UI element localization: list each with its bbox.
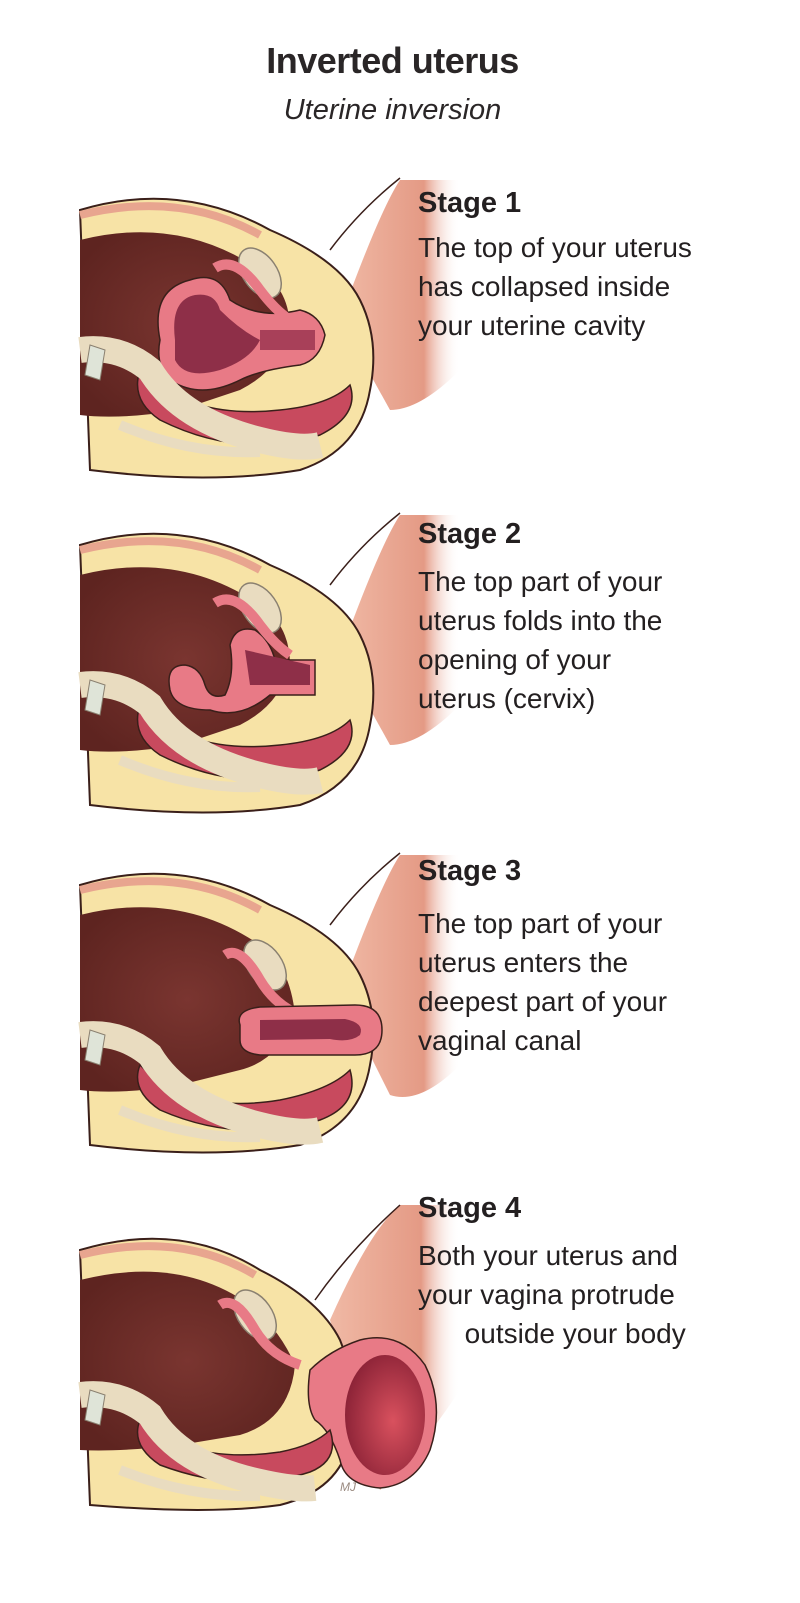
stage-4-heading: Stage 4: [418, 1192, 522, 1224]
stage-3-illustration: [60, 845, 460, 1185]
artist-signature: MJ: [340, 1480, 356, 1494]
stage-3-description: The top part of your uterus enters the d…: [418, 904, 798, 1060]
stage-4-description: Both your uterus and your vagina protrud…: [418, 1236, 798, 1353]
stage-4-line-2: your vagina protrude: [418, 1279, 675, 1310]
stage-2-illustration: [60, 505, 460, 845]
stage-1-heading: Stage 1: [418, 187, 522, 219]
stage-1-line-1: The top of your uterus: [418, 232, 692, 263]
stage-2-line-1: The top part of your: [418, 566, 663, 597]
stage-2-description: The top part of your uterus folds into t…: [418, 562, 798, 718]
stage-3-line-3: deepest part of your: [418, 986, 668, 1017]
stage-3-line-4: vaginal canal: [418, 1025, 582, 1056]
stage-4-line-1: Both your uterus and: [418, 1240, 678, 1271]
stage-2-heading: Stage 2: [418, 518, 522, 550]
stage-2-line-4: uterus (cervix): [418, 683, 596, 714]
stage-4-line-3: outside your body: [418, 1318, 686, 1349]
stage-4-illustration: [60, 1190, 460, 1520]
stage-3-line-2: uterus enters the: [418, 947, 629, 978]
stage-3-line-1: The top part of your: [418, 908, 663, 939]
stage-2-line-3: opening of your: [418, 644, 612, 675]
stage-1-illustration: [60, 170, 460, 510]
stage-3-heading: Stage 3: [418, 855, 522, 887]
stage-1-description: The top of your uterus has collapsed ins…: [418, 228, 798, 345]
stage-1-line-2: has collapsed inside: [418, 271, 671, 302]
stage-1-line-3: your uterine cavity: [418, 310, 646, 341]
stage-2-line-2: uterus folds into the: [418, 605, 663, 636]
page-subtitle: Uterine inversion: [283, 94, 502, 126]
page-title: Inverted uterus: [266, 40, 519, 81]
